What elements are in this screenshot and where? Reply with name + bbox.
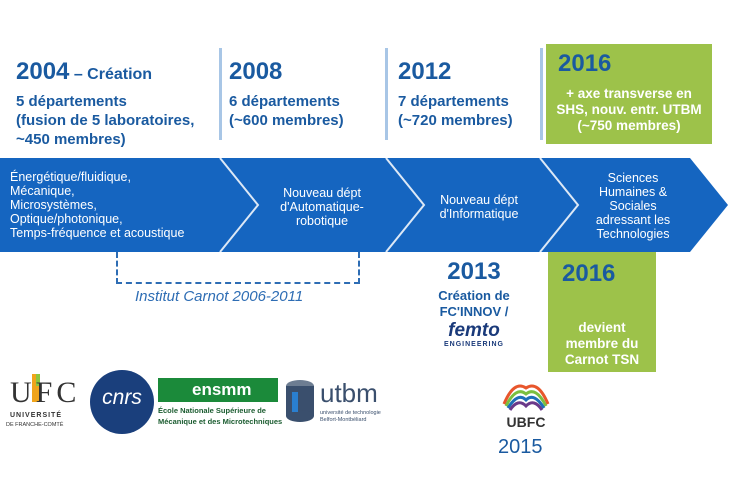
year-2012: 2012 bbox=[398, 58, 452, 85]
desc-2008: 6 départements (~600 membres) bbox=[229, 93, 344, 129]
arrow-segment-3: Nouveau dépt d'Informatique bbox=[439, 193, 519, 221]
year-2008: 2008 bbox=[229, 58, 283, 85]
ensmm-logo: ensmm École Nationale Supérieure de Méca… bbox=[158, 378, 282, 434]
year-2016-b: 2016 bbox=[562, 260, 616, 287]
ubfc-year: 2015 bbox=[498, 436, 543, 458]
year-2016: 2016 bbox=[558, 50, 612, 77]
utbm-stack-icon bbox=[286, 380, 314, 422]
ufc-letters: UFC bbox=[10, 376, 81, 409]
timeline-2008: 2008 6 départements (~600 membres) bbox=[229, 58, 379, 130]
timeline-2012: 2012 7 départements (~720 membres) bbox=[398, 58, 538, 130]
utbm-sub2: Belfort-Montbéliard bbox=[320, 417, 367, 423]
desc-2012: 7 départements (~720 membres) bbox=[398, 93, 513, 129]
carnot-label: Institut Carnot 2006-2011 bbox=[135, 288, 304, 305]
cnrs-text: cnrs bbox=[102, 386, 142, 409]
ufc-logo: UFC UNIVERSITÉ DE FRANCHE-COMTÉ bbox=[6, 372, 86, 432]
ufc-green-bar bbox=[36, 374, 40, 386]
femto-logo: femto ENGINEERING bbox=[443, 320, 504, 349]
year-2004: 2004 – Création bbox=[16, 58, 153, 85]
utbm-text: utbm bbox=[320, 378, 378, 408]
ufc-orange-bar bbox=[32, 374, 40, 402]
timeline-2016-box: 2016 + axe transverse en SHS, nouv. entr… bbox=[546, 44, 712, 144]
utbm-sub1: université de technologie bbox=[320, 410, 381, 416]
arrow-segment-2: Nouveau dépt d'Automatique- robotique bbox=[280, 186, 364, 228]
ensmm-name: ensmm bbox=[192, 380, 252, 399]
event-2016-box: 2016 devient membre du Carnot TSN bbox=[548, 252, 656, 372]
desc-2004: 5 départements (fusion de 5 laboratoires… bbox=[16, 93, 195, 148]
carnot-bracket bbox=[116, 252, 360, 284]
separator-line-2012 bbox=[385, 48, 388, 140]
ufc-sub2: DE FRANCHE-COMTÉ bbox=[6, 422, 64, 428]
separator-line-2008 bbox=[219, 48, 222, 140]
ufc-sub1: UNIVERSITÉ bbox=[10, 412, 63, 419]
desc-2013: Création de FC'INNOV / bbox=[438, 288, 510, 319]
year-2013: 2013 bbox=[447, 258, 501, 285]
ensmm-sub1: École Nationale Supérieure de bbox=[158, 406, 266, 415]
utbm-logo: utbm université de technologie Belfort-M… bbox=[284, 376, 414, 432]
timeline-arrow bbox=[0, 157, 728, 253]
desc-2016-b: devient membre du Carnot TSN bbox=[564, 320, 640, 367]
arrow-segment-4: Sciences Humaines & Sociales adressant l… bbox=[595, 171, 671, 241]
separator-line-2016 bbox=[540, 48, 543, 140]
cnrs-logo: cnrs bbox=[90, 370, 154, 434]
desc-2016: + axe transverse en SHS, nouv. entr. UTB… bbox=[556, 86, 702, 133]
ubfc-swoosh-icon bbox=[502, 384, 550, 411]
ensmm-sub2: Mécanique et des Microtechniques bbox=[158, 417, 283, 426]
ensmm-bar bbox=[158, 378, 278, 402]
timeline-2004: 2004 – Création 5 départements (fusion d… bbox=[16, 58, 221, 149]
ubfc-logo: UBFC bbox=[500, 378, 552, 434]
ubfc-text: UBFC bbox=[506, 414, 546, 430]
arrow-segment-1: Énergétique/fluidique, Mécanique, Micros… bbox=[10, 170, 185, 240]
event-2013: 2013 Création de FC'INNOV / femto ENGINE… bbox=[420, 258, 528, 348]
